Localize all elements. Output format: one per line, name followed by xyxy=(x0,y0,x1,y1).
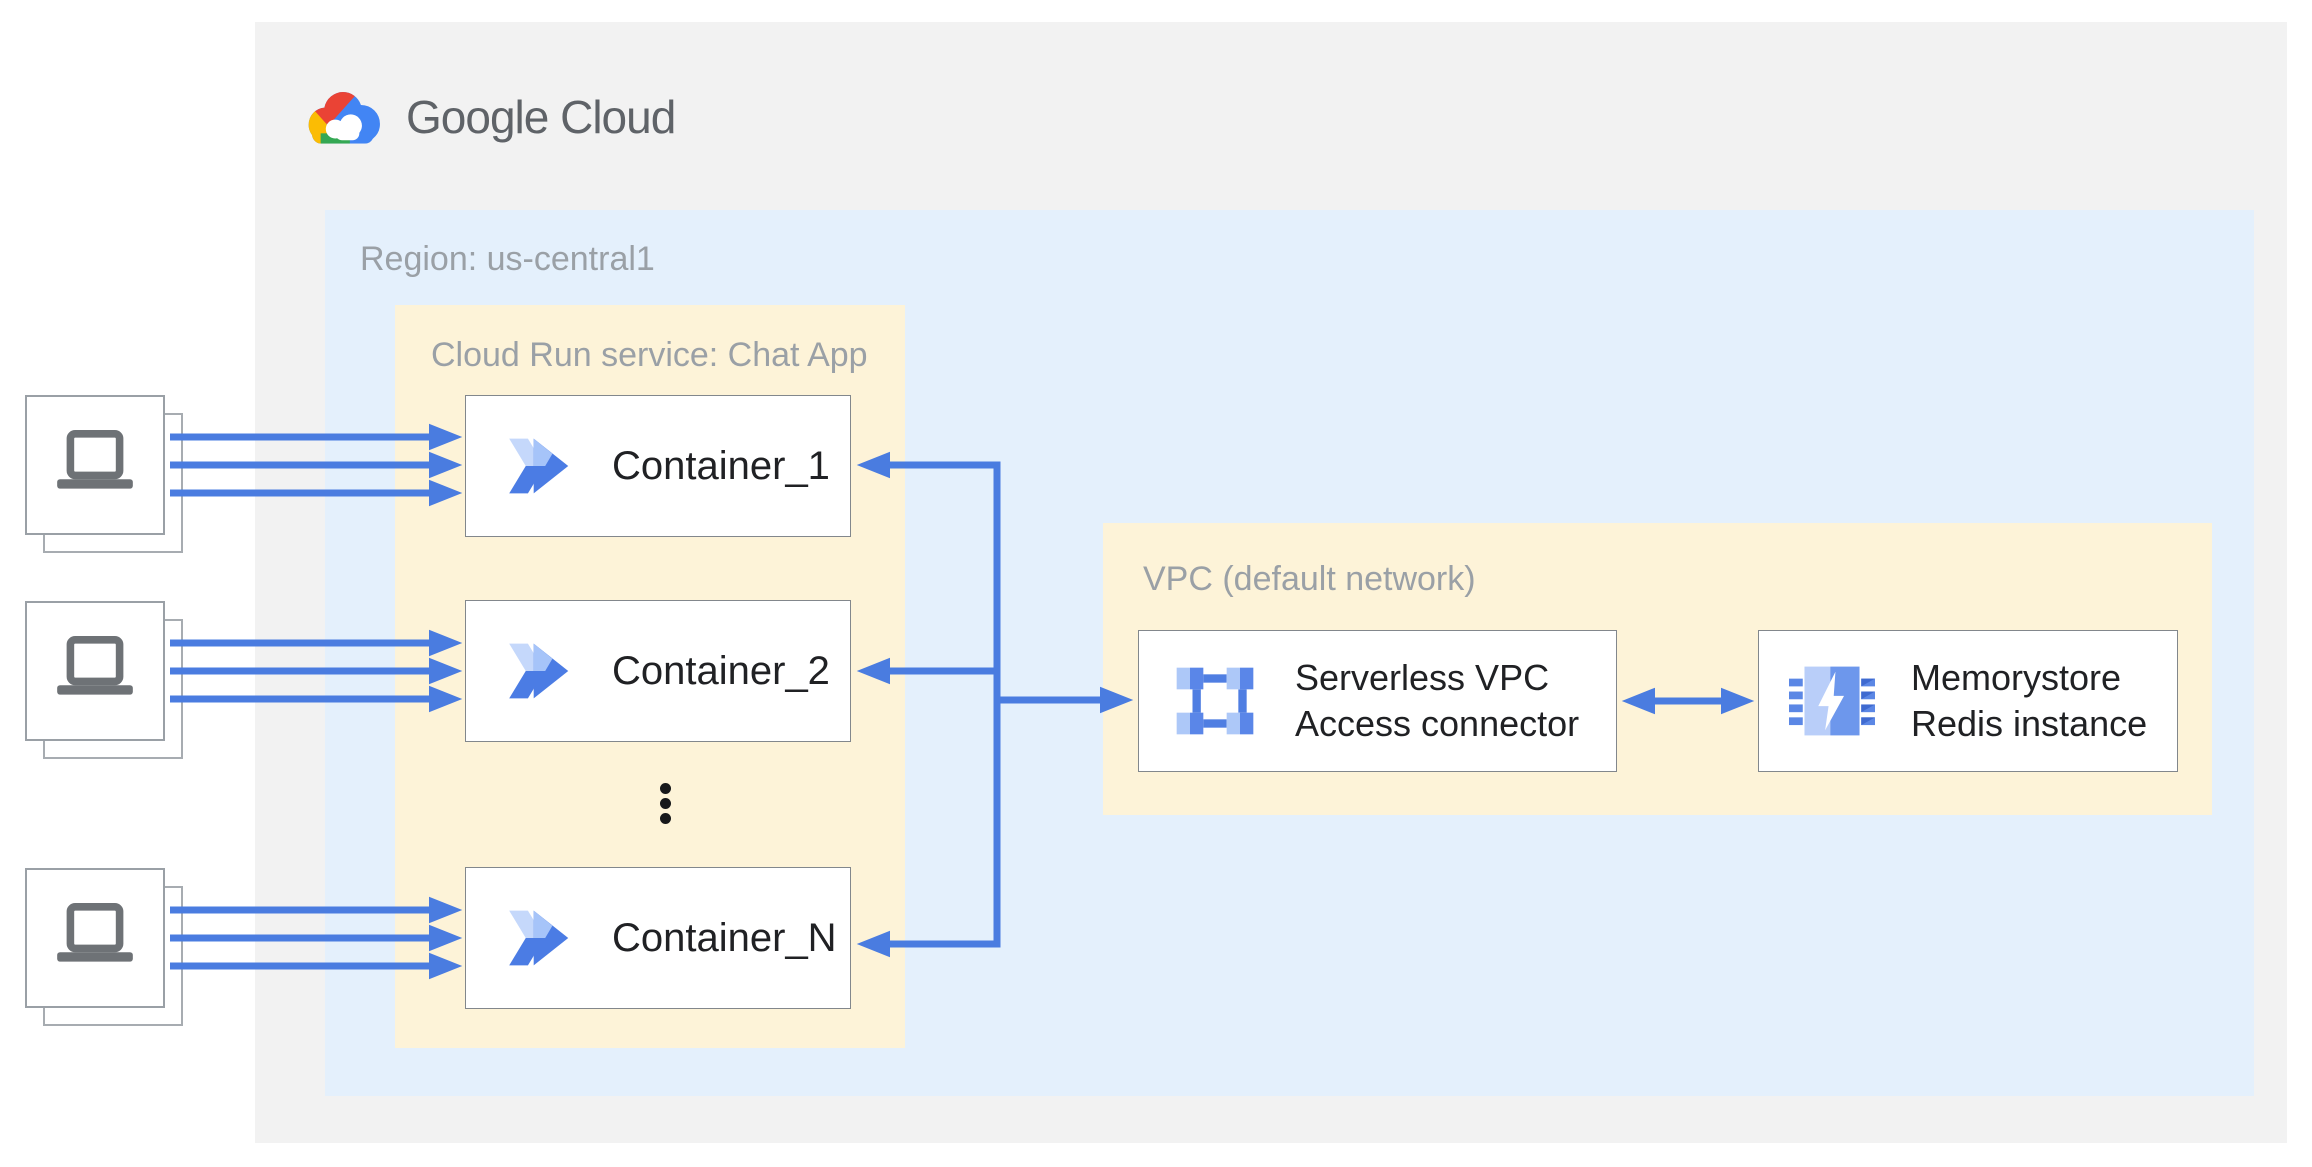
laptop-icon xyxy=(57,636,133,695)
memorystore-line-1: Memorystore xyxy=(1911,657,2122,698)
client-device-card xyxy=(25,395,165,535)
client-device-card xyxy=(25,601,165,741)
serverless-vpc-access-label: Serverless VPC Access connector xyxy=(1295,655,1579,747)
google-cloud-logo-text: Google Cloud xyxy=(406,91,676,143)
serverless-vpc-access-connector-box: Serverless VPC Access connector xyxy=(1138,630,1617,772)
dot xyxy=(660,813,671,824)
serverless-vpc-access-icon xyxy=(1176,667,1254,735)
client-device-2 xyxy=(25,601,185,761)
dot xyxy=(660,798,671,809)
vpc-label: VPC (default network) xyxy=(1143,560,1476,598)
memorystore-redis-box: Memorystore Redis instance xyxy=(1758,630,2178,772)
container-2-label: Container_2 xyxy=(612,648,830,693)
client-device-card xyxy=(25,868,165,1008)
client-device-3 xyxy=(25,868,185,1028)
laptop-icon xyxy=(57,903,133,962)
serverless-vpc-line-2: Access connector xyxy=(1295,703,1580,744)
client-device-1 xyxy=(25,395,185,555)
memorystore-label: Memorystore Redis instance xyxy=(1911,655,2147,747)
cloud-run-icon xyxy=(509,910,569,966)
container-2-box: Container_2 xyxy=(465,600,851,742)
cloud-run-icon xyxy=(509,438,569,494)
laptop-icon xyxy=(57,430,133,489)
dot xyxy=(660,783,671,794)
google-cloud-logo-icon xyxy=(308,92,380,144)
container-1-box: Container_1 xyxy=(465,395,851,537)
cloud-run-service-label: Cloud Run service: Chat App xyxy=(431,336,868,374)
container-n-box: Container_N xyxy=(465,867,851,1009)
region-label: Region: us-central1 xyxy=(360,240,655,278)
memorystore-line-2: Redis instance xyxy=(1911,703,2148,744)
memorystore-redis-icon xyxy=(1789,666,1875,736)
google-cloud-logo: Google Cloud xyxy=(300,84,676,150)
serverless-vpc-line-1: Serverless VPC xyxy=(1295,657,1550,698)
vertical-dots-icon xyxy=(660,783,672,824)
container-n-label: Container_N xyxy=(612,915,837,960)
cloud-run-icon xyxy=(509,643,569,699)
container-1-label: Container_1 xyxy=(612,443,830,488)
